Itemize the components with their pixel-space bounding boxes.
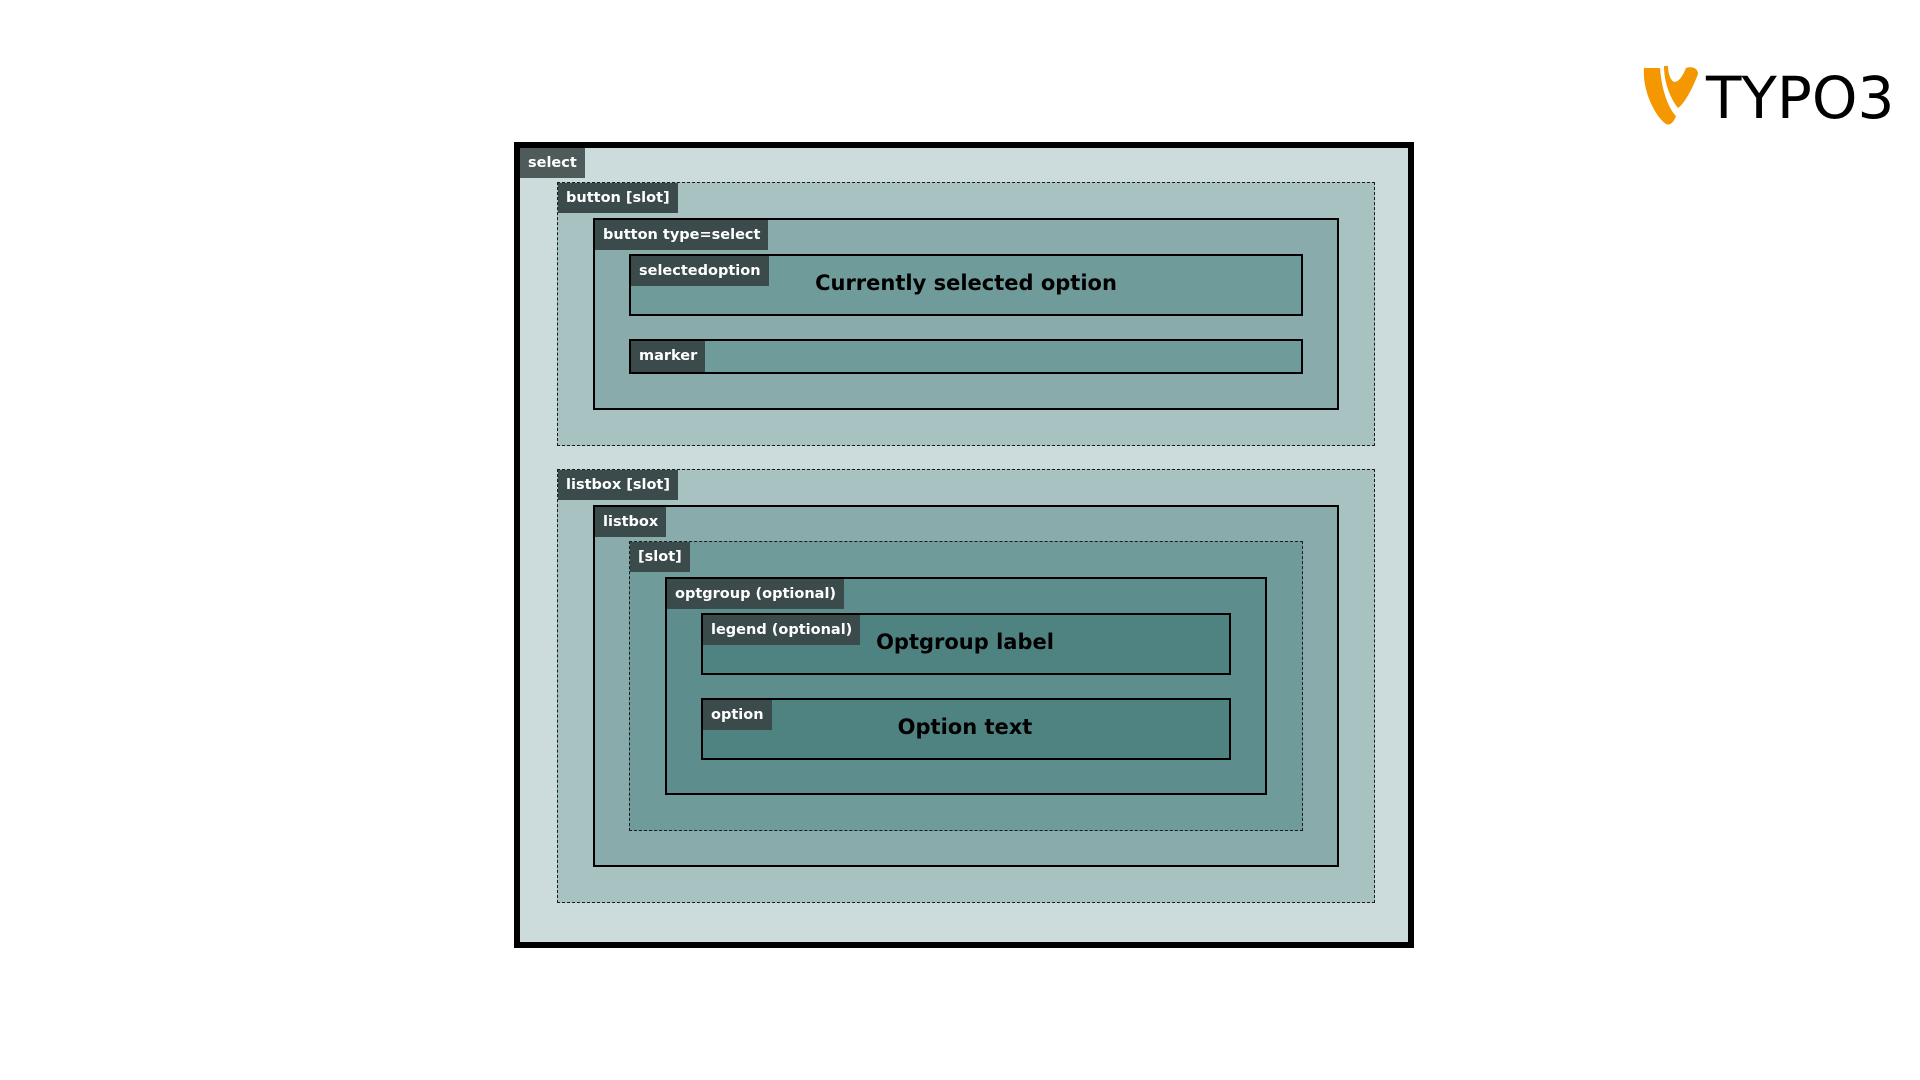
button-type-select-tag: button type=select bbox=[595, 220, 769, 250]
optgroup-box: optgroup (optional) bbox=[665, 577, 1267, 795]
select-tag: select bbox=[520, 148, 585, 178]
legend-content: Optgroup label bbox=[876, 630, 1054, 654]
typo3-mark-icon bbox=[1643, 66, 1698, 125]
option-tag: option bbox=[703, 700, 772, 730]
selectedoption-tag: selectedoption bbox=[631, 256, 769, 286]
marker-box: marker bbox=[629, 339, 1303, 374]
listbox-slot-tag: listbox [slot] bbox=[558, 470, 678, 500]
inner-slot-tag: [slot] bbox=[630, 542, 690, 572]
optgroup-tag: optgroup (optional) bbox=[667, 579, 845, 609]
marker-tag: marker bbox=[631, 341, 706, 372]
listbox-tag: listbox bbox=[595, 507, 667, 537]
legend-tag: legend (optional) bbox=[703, 615, 861, 645]
selectedoption-box: selectedoption Currently selected option bbox=[629, 254, 1303, 316]
option-content: Option text bbox=[897, 715, 1033, 739]
option-box: option Option text bbox=[701, 698, 1231, 760]
typo3-logo: TYPO3 bbox=[1640, 64, 1894, 132]
typo3-wordmark: TYPO3 bbox=[1706, 64, 1895, 132]
button-slot-tag: button [slot] bbox=[558, 183, 678, 213]
selectedoption-content: Currently selected option bbox=[815, 271, 1117, 295]
legend-box: legend (optional) Optgroup label bbox=[701, 613, 1231, 675]
